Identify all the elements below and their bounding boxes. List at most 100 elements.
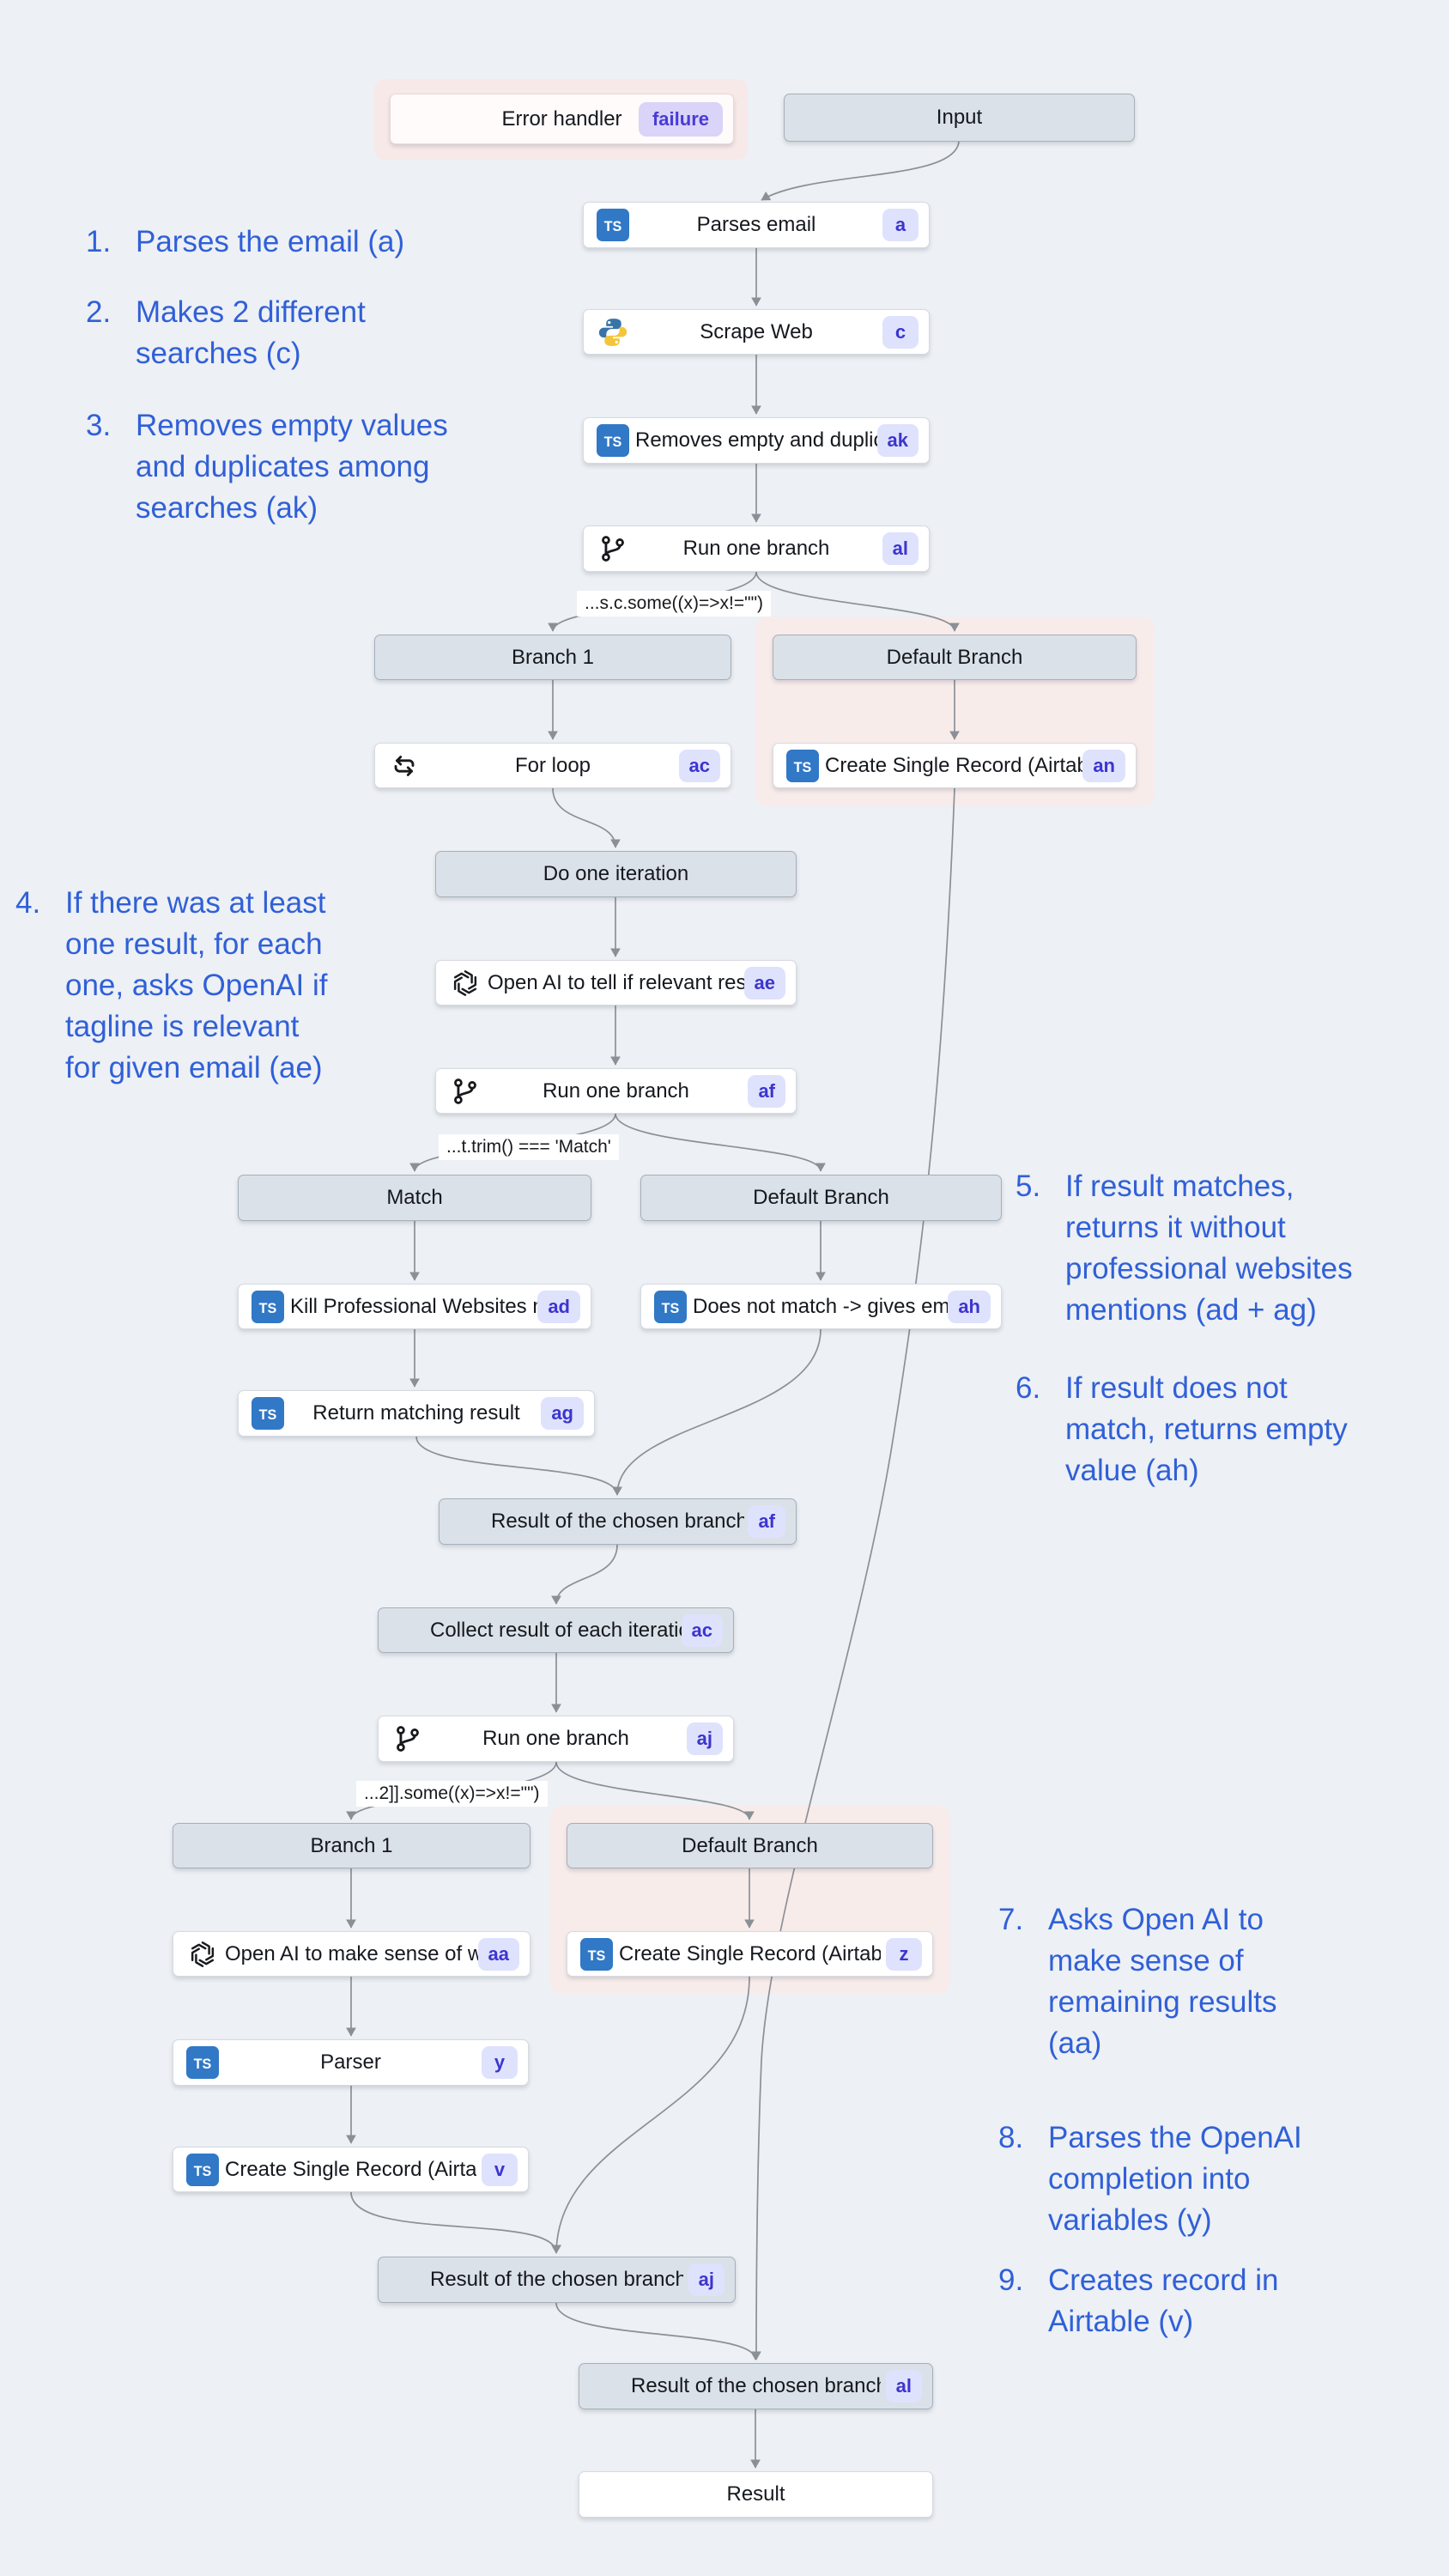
node-input[interactable]: Input: [784, 94, 1135, 142]
node-error-handler[interactable]: Error handler failure: [390, 94, 734, 144]
node-id-badge: ag: [541, 1397, 584, 1430]
edge-z-to-result-aj: [551, 1976, 750, 2254]
svg-text:TS: TS: [194, 2164, 212, 2179]
node-result[interactable]: Result: [579, 2471, 933, 2518]
node-label: Branch 1: [310, 1833, 393, 1857]
node-label: Removes empty and duplicates: [635, 428, 877, 452]
annotation-text: If there was at least one result, for ea…: [65, 886, 328, 1084]
node-label: Error handler: [501, 106, 622, 131]
node-branch-1-top[interactable]: Branch 1: [374, 635, 731, 680]
edge-run-to-default: [755, 571, 960, 632]
typescript-icon: TS: [597, 424, 629, 457]
node-match-header[interactable]: Match: [238, 1175, 591, 1221]
node-openai-aa[interactable]: Open AI to make sense of web infoaa: [173, 1931, 530, 1977]
node-id-badge: al: [882, 532, 919, 565]
edge-run-af-to-default: [615, 1113, 826, 1172]
failure-badge: failure: [638, 101, 723, 137]
node-run-one-branch-af[interactable]: Run one branch af: [435, 1068, 797, 1114]
node-id-badge: a: [882, 209, 919, 241]
node-id-badge: ad: [537, 1290, 580, 1323]
annotation-3: 3. Removes empty values and duplicates am…: [86, 405, 601, 529]
edge-doesnot-to-result-af: [612, 1328, 822, 1496]
annotation-number: 3.: [86, 409, 112, 442]
annotation-2: 2.Makes 2 different searches (c): [86, 292, 567, 374]
svg-text:TS: TS: [259, 1407, 277, 1423]
svg-text:TS: TS: [588, 1948, 606, 1964]
branch-icon: [597, 532, 629, 565]
node-branch-1-bottom[interactable]: Branch 1: [173, 1823, 530, 1868]
annotation-5: 5.If result matches, returns it without …: [1016, 1166, 1449, 1331]
for-loop-icon: [388, 750, 421, 782]
node-id-badge: an: [1082, 749, 1125, 782]
typescript-icon: TS: [597, 209, 629, 241]
node-id-badge: v: [482, 2153, 518, 2186]
annotation-7: 7.Asks Open AI to make sense of remainin…: [998, 1899, 1436, 2064]
annotation-text: Asks Open AI to make sense of remaining …: [1048, 1903, 1277, 2060]
annotation-8: 8.Parses the OpenAI completion into vari…: [998, 2117, 1436, 2241]
node-label: Run one branch: [482, 1727, 629, 1750]
node-return-matching[interactable]: TS Return matching result ag: [238, 1390, 595, 1437]
edge-result-af-to-collect: [551, 1544, 618, 1605]
edge-v-to-result-aj: [350, 2191, 561, 2254]
node-label: Do one iteration: [543, 862, 689, 885]
node-default-branch-top[interactable]: Default Branch: [773, 635, 1137, 680]
node-create-record-v[interactable]: TS Create Single Record (Airtable)v: [173, 2147, 529, 2192]
annotation-text: Parses the email (a): [136, 225, 405, 258]
node-label: Kill Professional Websites mentions: [290, 1294, 539, 1318]
node-label: Scrape Web: [700, 319, 813, 343]
annotation-text: Creates record in Airtable (v): [1048, 2263, 1279, 2338]
node-id-badge: aj: [688, 2263, 724, 2296]
svg-text:TS: TS: [194, 2057, 212, 2072]
annotation-text: If result matches, returns it without pr…: [1065, 1170, 1353, 1327]
annotation-text: Parses the OpenAI completion into variab…: [1048, 2121, 1302, 2237]
openai-icon: [186, 1938, 219, 1971]
node-id-badge: ac: [678, 749, 720, 782]
typescript-icon: TS: [186, 2153, 219, 2186]
annotation-text: If result does not match, returns empty …: [1065, 1371, 1348, 1487]
node-label: Does not match -> gives empty value: [693, 1294, 949, 1318]
edge-result-aj-to-result-al: [555, 2302, 761, 2360]
node-label: Open AI to make sense of web info: [225, 1941, 478, 1965]
node-label: Create Single Record (Airtable): [225, 2157, 476, 2181]
branch-icon: [449, 1075, 482, 1108]
typescript-icon: TS: [654, 1290, 687, 1323]
python-icon: [597, 316, 629, 349]
typescript-icon: TS: [786, 749, 819, 782]
node-label: Run one branch: [543, 1078, 689, 1103]
node-label: Default Branch: [753, 1186, 889, 1209]
node-label: Create Single Record (Airtable): [825, 753, 1084, 777]
node-do-one-iteration[interactable]: Do one iteration: [435, 851, 797, 897]
edge-run-aj-to-default: [555, 1761, 755, 1820]
edge-forloop-to-iteration: [552, 787, 621, 848]
edge-input-to-parses: [761, 141, 960, 201]
node-label: Result: [726, 2482, 785, 2506]
condition-branch-aj: ...2]].some((x)=>x!=""): [356, 1781, 548, 1807]
node-label: Default Branch: [682, 1833, 818, 1857]
node-id-badge: ah: [948, 1290, 991, 1323]
edge-return-to-result-af: [415, 1436, 622, 1496]
node-id-badge: aa: [477, 1937, 519, 1971]
annotation-number: 1.: [86, 225, 112, 258]
annotation-text: Removes empty values and duplicates amon…: [136, 409, 448, 525]
node-default-branch-mid[interactable]: Default Branch: [640, 1175, 1002, 1221]
node-id-badge: af: [748, 1074, 785, 1108]
node-default-branch-bottom[interactable]: Default Branch: [567, 1823, 933, 1868]
edge-an-to-result-al: [751, 787, 955, 2360]
node-label: Return matching result: [312, 1401, 520, 1425]
